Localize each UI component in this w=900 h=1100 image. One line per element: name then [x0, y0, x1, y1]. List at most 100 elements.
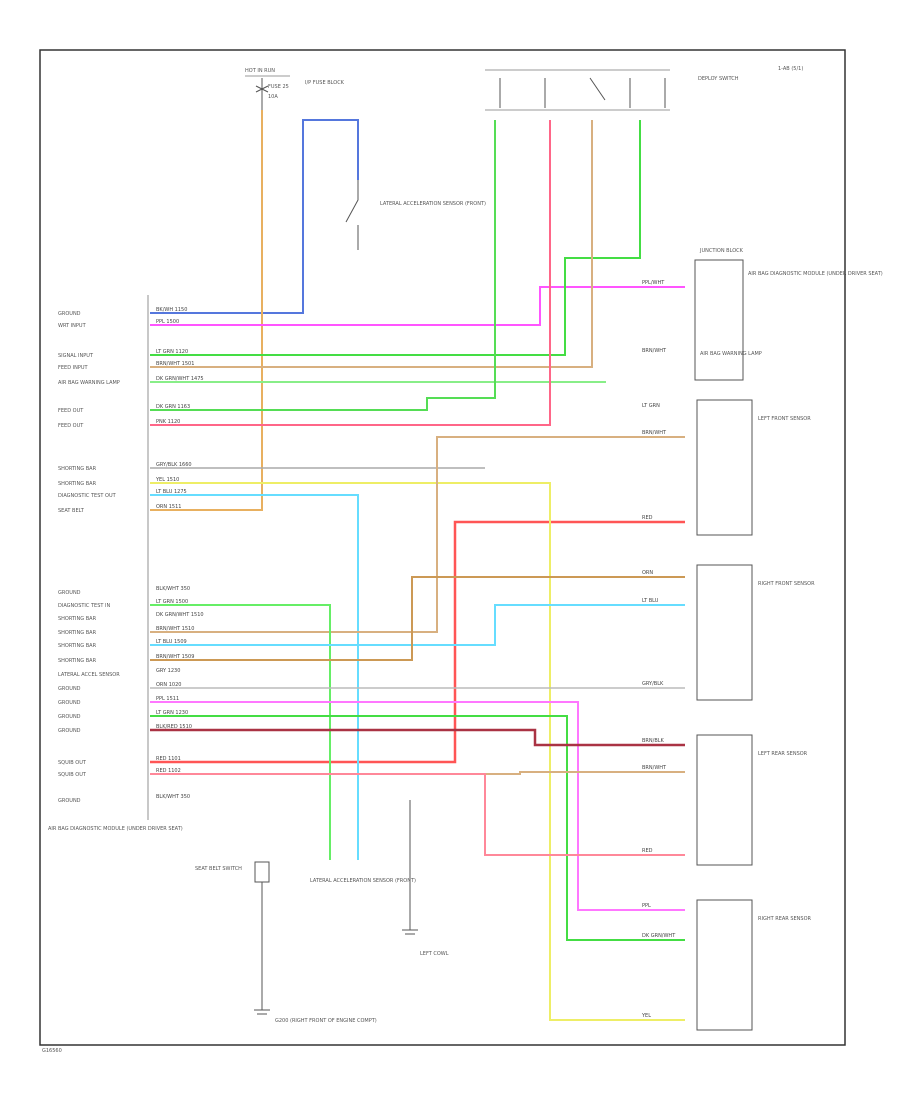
deploy-switch-label: DEPLOY SWITCH [698, 76, 739, 82]
wire-magenta-top [150, 286, 685, 326]
module-bottom-label: AIR BAG DIAGNOSTIC MODULE (UNDER DRIVER … [48, 826, 183, 832]
pin-function-label: GROUND [58, 714, 81, 720]
pin-function-label: GROUND [58, 311, 81, 317]
right-wire-label: BRN/WHT [642, 430, 667, 436]
pin-wire-label: ORN 1511 [156, 504, 181, 510]
pin-wire-label: LT GRN 1500 [156, 599, 188, 605]
wire-pink-mid [150, 120, 551, 426]
wire-yellow [150, 482, 685, 1021]
rh-rear-sensor-label: RIGHT REAR SENSOR [758, 916, 812, 922]
wire-orange-feed [150, 110, 263, 511]
wire-harness [150, 110, 685, 1021]
sensor-box-rr [696, 899, 753, 1031]
lateral-sensor-bottom-label: LATERAL ACCELERATION SENSOR (FRONT) [310, 878, 416, 884]
wire-red-main [150, 520, 685, 764]
sensor-box-lr [696, 734, 753, 866]
right-wire-label: ORN [642, 570, 653, 576]
wire-cyan-lower [150, 604, 685, 646]
pin-function-label: SQUIB OUT [58, 772, 87, 778]
pin-function-label: GROUND [58, 728, 81, 734]
pin-wire-label: LT GRN 1120 [156, 349, 188, 355]
pin-function-label: LATERAL ACCEL SENSOR [58, 672, 120, 678]
pin-function-label: SHORTING BAR [58, 466, 97, 472]
bottom-left-label: G16560 [42, 1048, 62, 1054]
pin-function-label: FEED OUT [58, 423, 84, 429]
pin-wire-label: BLK/WHT 350 [156, 794, 190, 800]
wire-tan-lf [150, 436, 685, 633]
fuse-label: FUSE 25 [268, 84, 289, 90]
ignition-feed-label: HOT IN RUN [245, 68, 275, 74]
pin-function-label: SHORTING BAR [58, 616, 97, 622]
pin-function-label: SQUIB OUT [58, 760, 87, 766]
pin-wire-label: ORN 1020 [156, 682, 181, 688]
junction-block-label: JUNCTION BLOCK [699, 248, 744, 254]
pin-function-label: SHORTING BAR [58, 630, 97, 636]
module-box-right [694, 259, 744, 381]
right-wire-label: RED [642, 848, 653, 854]
wire-dkgreen-mid [150, 120, 496, 411]
fuse-symbol [255, 78, 269, 110]
pin-wire-label: GRY/BLK 1660 [156, 462, 192, 468]
pin-function-label: AIR BAG WARNING LAMP [58, 380, 120, 386]
right-wire-label: BRN/WHT [642, 765, 667, 771]
pin-wire-label: YEL 1510 [155, 477, 179, 483]
lh-front-sensor-label: LEFT FRONT SENSOR [758, 416, 811, 422]
pin-wire-label: LT GRN 1230 [156, 710, 188, 716]
deploy-switch-symbol [499, 77, 666, 108]
pin-function-label: FEED OUT [58, 408, 84, 414]
sensor-box-lf [696, 399, 753, 536]
pin-function-label: DIAGNOSTIC TEST IN [58, 603, 110, 609]
pin-wire-label: DK GRN/WHT 1510 [156, 612, 204, 618]
lateral-sensor-switch [345, 180, 359, 250]
pin-function-label: GROUND [58, 798, 81, 804]
pin-wire-label: BRN/WHT 1510 [156, 626, 194, 632]
pin-function-label: SHORTING BAR [58, 643, 97, 649]
right-wire-label: DK GRN/WHT [642, 933, 676, 939]
seat-belt-switch-box [254, 861, 270, 883]
right-wire-label: PPL/WHT [642, 280, 665, 286]
pin-wire-label: PNK 1120 [156, 419, 180, 425]
wire-green-top [150, 120, 641, 356]
wire-blue [150, 119, 359, 314]
right-wire-label: LT BLU [642, 598, 659, 604]
right-wire-label: RED [642, 515, 653, 521]
pin-wire-label: LT BLU 1275 [156, 489, 187, 495]
pin-wire-label: DK GRN 1163 [156, 404, 190, 410]
pin-function-label: SEAT BELT [58, 508, 85, 514]
pin-function-label: SHORTING BAR [58, 481, 97, 487]
pin-wire-label: BRN/WHT 1509 [156, 654, 194, 660]
ground-symbol-bottom [254, 882, 270, 1015]
module-label: AIR BAG DIAGNOSTIC MODULE (UNDER DRIVER … [748, 271, 883, 277]
lh-cowl-label: LEFT COWL [420, 951, 449, 957]
pin-wire-label: PPL 1511 [156, 696, 179, 702]
right-wire-label: LT GRN [642, 403, 660, 409]
right-wire-label: GRY/BLK [642, 681, 664, 687]
right-wire-labels: PPL/WHT BRN/WHT LT GRN BRN/WHT RED ORN LT BLU G… [641, 280, 676, 1019]
lateral-sensor-label: LATERAL ACCELERATION SENSOR (FRONT) [380, 201, 486, 207]
pin-wire-label: PPL 1500 [156, 319, 179, 325]
pin-function-label: GROUND [58, 700, 81, 706]
rh-front-sensor-label: RIGHT FRONT SENSOR [758, 581, 815, 587]
right-wire-label: YEL [641, 1013, 651, 1019]
ground-bottom-label: G200 (RIGHT FRONT OF ENGINE COMPT) [275, 1018, 377, 1024]
pin-wire-label: DK GRN/WHT 1475 [156, 376, 204, 382]
wire-pink-lower [150, 773, 685, 856]
right-wire-label: PPL [642, 903, 651, 909]
pin-wire-label: GRY 1230 [156, 668, 180, 674]
wire-brown-lower [150, 576, 685, 661]
pin-function-label: DIAGNOSTIC TEST OUT [58, 493, 117, 499]
pin-function-label: SIGNAL INPUT [58, 353, 94, 359]
wire-green-lower2 [150, 715, 685, 941]
sensor-box-rf [696, 564, 753, 701]
lh-rear-sensor-label: LEFT REAR SENSOR [758, 751, 808, 757]
wire-magenta-lower [150, 701, 685, 911]
pin-wire-label: RED 1102 [156, 768, 181, 774]
pin-wire-label: BLK/RED 1510 [156, 724, 192, 730]
pin-function-label: SHORTING BAR [58, 658, 97, 664]
fuse-amps: 10A [268, 94, 278, 100]
wire-dkred-lower [150, 728, 685, 747]
diagram-frame [39, 49, 846, 1046]
pin-wire-label: BRN/WHT 1501 [156, 361, 194, 367]
